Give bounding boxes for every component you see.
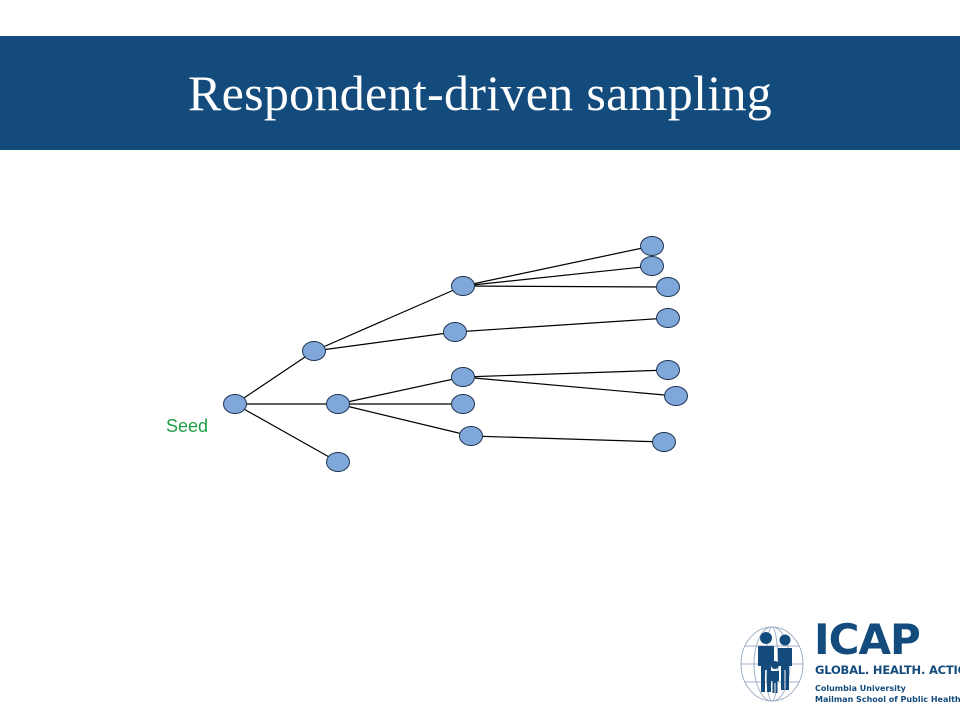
edge <box>462 369 669 378</box>
node <box>302 341 326 361</box>
node <box>640 236 664 256</box>
node <box>451 367 475 387</box>
edge <box>337 403 472 437</box>
edge <box>462 265 653 287</box>
people-globe-icon <box>740 626 804 702</box>
edge <box>462 376 677 397</box>
edges <box>234 245 677 463</box>
logo-school: Mailman School of Public Health <box>815 695 960 704</box>
seed-node <box>223 394 247 414</box>
edge <box>462 245 653 287</box>
logo-tagline: GLOBAL. HEALTH. ACTION. <box>815 663 960 677</box>
node <box>459 426 483 446</box>
title-band: Respondent-driven sampling <box>0 36 960 150</box>
edge <box>470 435 665 443</box>
edge <box>454 317 669 333</box>
node <box>652 432 676 452</box>
edge <box>337 376 464 405</box>
node <box>656 308 680 328</box>
edge <box>313 331 456 352</box>
node <box>326 394 350 414</box>
node <box>451 394 475 414</box>
edge <box>313 285 464 352</box>
slide-title: Respondent-driven sampling <box>187 65 773 121</box>
edge <box>234 350 315 405</box>
logo-name: ICAP <box>814 615 921 664</box>
edge <box>462 285 669 288</box>
node <box>656 277 680 297</box>
node <box>640 256 664 276</box>
node <box>443 322 467 342</box>
icap-logo: ICAP GLOBAL. HEALTH. ACTION. Columbia Un… <box>738 616 960 708</box>
seed-label: Seed <box>166 416 209 436</box>
edge <box>234 403 339 463</box>
logo-university: Columbia University <box>815 684 906 693</box>
nodes <box>223 236 688 472</box>
node <box>326 452 350 472</box>
node <box>664 386 688 406</box>
node <box>451 276 475 296</box>
node <box>656 360 680 380</box>
